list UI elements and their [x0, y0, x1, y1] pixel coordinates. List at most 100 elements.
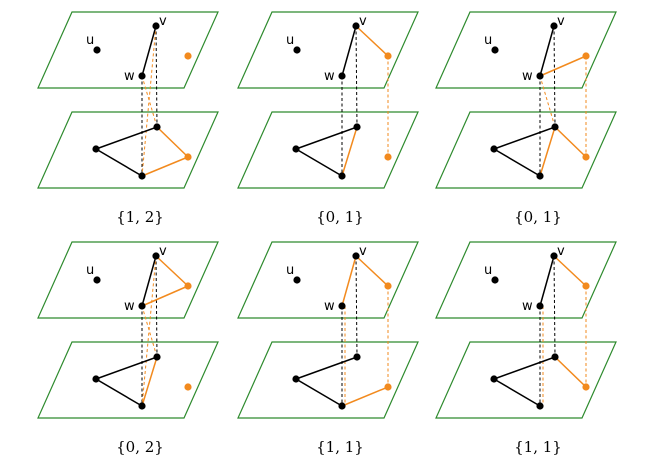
caption-panel-4: {0, 2}: [116, 438, 164, 456]
vertex-label-w: w: [324, 299, 335, 314]
top-edge: [141, 285, 189, 307]
top-edge: [539, 255, 555, 307]
bottom-node-L: [292, 145, 300, 153]
vertex-label-w: w: [124, 69, 135, 84]
top-plane-6: [435, 241, 617, 319]
bottom-node-L: [292, 375, 300, 383]
top-plane-3: [435, 11, 617, 89]
top-node-v: [550, 22, 558, 30]
top-edge: [341, 25, 357, 77]
top-edge: [355, 255, 389, 287]
top-plane-4: [37, 241, 219, 319]
bottom-node-L: [490, 375, 498, 383]
bottom-node-B: [338, 402, 346, 410]
top-node-extra: [384, 52, 392, 60]
top-node-v: [352, 22, 360, 30]
top-node-v: [550, 252, 558, 260]
top-node-w: [338, 72, 346, 80]
bottom-plane-6: [435, 341, 617, 419]
caption-panel-6: {1, 1}: [514, 438, 562, 456]
top-node-u: [93, 276, 101, 284]
bottom-edge: [95, 126, 158, 150]
bottom-node-T: [153, 123, 161, 131]
bottom-edge: [95, 356, 158, 380]
vertical-dashed-edge: [155, 25, 158, 128]
vertex-label-w: w: [522, 69, 533, 84]
vertex-label-u: u: [286, 263, 294, 278]
bottom-node-R: [582, 153, 590, 161]
top-node-extra: [582, 52, 590, 60]
top-plane-1: [37, 11, 219, 89]
bottom-edge: [295, 378, 343, 407]
top-edge: [539, 25, 555, 77]
top-node-w: [338, 302, 346, 310]
top-edge: [341, 255, 357, 307]
top-node-extra: [184, 282, 192, 290]
vertex-label-w: w: [324, 69, 335, 84]
top-node-w: [138, 302, 146, 310]
top-node-extra: [184, 52, 192, 60]
vertical-dashed-edge: [355, 25, 358, 128]
vertical-dashed-edge: [355, 255, 358, 358]
top-node-v: [152, 252, 160, 260]
bottom-node-R: [184, 153, 192, 161]
caption-panel-3: {0, 1}: [514, 208, 562, 226]
bottom-edge: [341, 386, 389, 407]
bottom-node-R: [184, 383, 192, 391]
bottom-edge: [95, 148, 143, 177]
bottom-edge: [493, 378, 541, 407]
vertical-dashed-edge: [155, 255, 158, 358]
bottom-node-T: [353, 353, 361, 361]
vertex-label-v: v: [557, 14, 565, 29]
top-node-v: [352, 252, 360, 260]
bottom-node-B: [536, 402, 544, 410]
bottom-plane-5: [237, 341, 419, 419]
bottom-node-T: [551, 123, 559, 131]
top-plane-5: [237, 241, 419, 319]
bottom-node-B: [138, 402, 146, 410]
vertical-dashed-edge: [539, 75, 556, 128]
caption-panel-2: {0, 1}: [316, 208, 364, 226]
top-node-v: [152, 22, 160, 30]
bottom-edge: [493, 356, 556, 380]
bottom-edge: [493, 148, 541, 177]
bottom-edge: [539, 126, 556, 177]
caption-panel-5: {1, 1}: [316, 438, 364, 456]
vertex-label-v: v: [359, 244, 367, 259]
vertex-label-w: w: [522, 299, 533, 314]
bottom-node-B: [138, 172, 146, 180]
top-node-u: [293, 46, 301, 54]
bottom-node-L: [92, 375, 100, 383]
top-node-extra: [384, 282, 392, 290]
bottom-edge: [493, 126, 556, 150]
top-node-u: [491, 276, 499, 284]
top-node-w: [536, 72, 544, 80]
top-node-w: [536, 302, 544, 310]
bottom-edge: [554, 126, 587, 158]
vertex-label-v: v: [159, 244, 167, 259]
bottom-edge: [341, 126, 358, 177]
bottom-node-T: [551, 353, 559, 361]
top-node-w: [138, 72, 146, 80]
bottom-node-R: [384, 153, 392, 161]
vertical-dashed-edge: [553, 255, 556, 358]
vertex-label-v: v: [557, 244, 565, 259]
bottom-edge: [295, 126, 358, 150]
vertex-label-w: w: [124, 299, 135, 314]
vertex-label-u: u: [484, 263, 492, 278]
caption-panel-1: {1, 2}: [116, 208, 164, 226]
bottom-node-R: [384, 383, 392, 391]
bottom-node-L: [490, 145, 498, 153]
bottom-plane-2: [237, 111, 419, 189]
top-node-extra: [582, 282, 590, 290]
vertical-dashed-edge: [141, 75, 158, 128]
top-edge: [553, 255, 587, 287]
bottom-edge: [95, 378, 143, 407]
bottom-edge: [554, 356, 587, 388]
vertex-label-u: u: [86, 263, 94, 278]
bottom-edge: [141, 356, 158, 407]
bottom-edge: [295, 356, 358, 380]
top-node-u: [491, 46, 499, 54]
vertex-label-u: u: [86, 33, 94, 48]
bottom-node-B: [536, 172, 544, 180]
